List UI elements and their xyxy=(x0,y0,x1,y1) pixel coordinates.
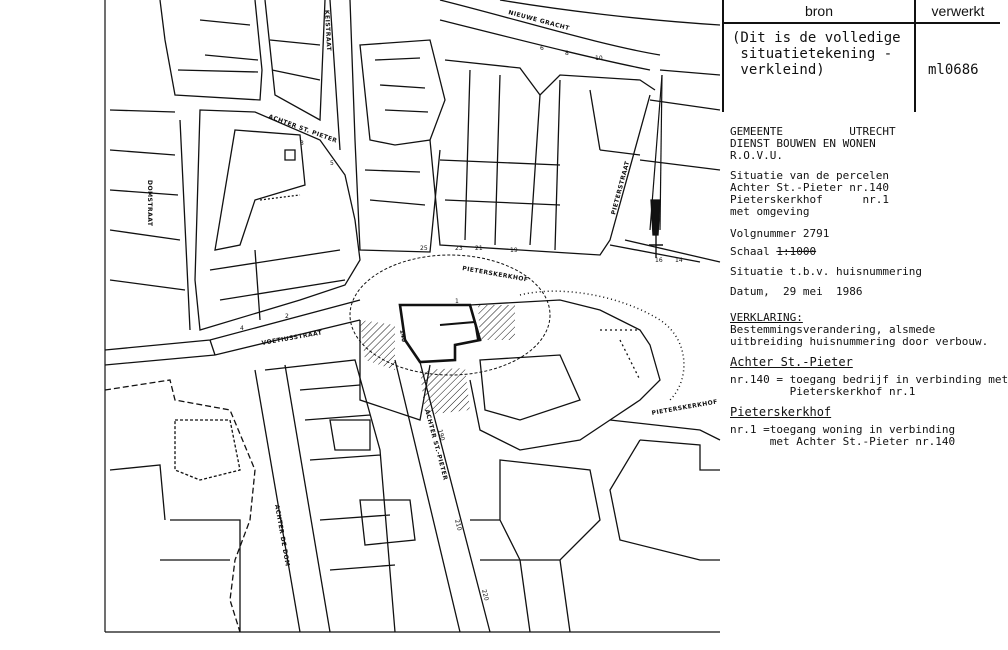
verklaring-line-1: Bestemmingsverandering, alsmede xyxy=(730,323,936,336)
house-number-19: 19 xyxy=(510,247,518,254)
section-achter-st-pieter-line-2: Pieterskerkhof nr.1 xyxy=(730,385,916,398)
org-line-2: DIENST BOUWEN EN WONEN xyxy=(730,137,876,150)
org-line-3: R.O.V.U. xyxy=(730,149,783,162)
house-number-25: 25 xyxy=(420,245,428,252)
house-number-14: 14 xyxy=(675,257,683,264)
house-number-5: 5 xyxy=(330,160,334,167)
street-label-domstraat: DOMSTRAAT xyxy=(146,180,153,227)
section-pieterskerkhof-line-1: nr.1 =toegang woning in verbinding xyxy=(730,423,956,436)
section-pieterskerkhof-line-2: met Achter St.-Pieter nr.140 xyxy=(730,435,956,448)
date: Datum, 29 mei 1986 xyxy=(730,285,863,298)
situatie-line-3: Pieterskerkhof nr.1 xyxy=(730,193,889,206)
house-number-23: 23 xyxy=(455,245,463,252)
verklaring-title: VERKLARING: xyxy=(730,311,803,324)
source-table: bron verwerkt (Dit is de volledige situa… xyxy=(722,0,1000,112)
street-label-pieterskerkhof-top: PIETERSKERKHOF xyxy=(462,265,529,284)
source-note: (Dit is de volledige situatietekening - … xyxy=(732,30,901,78)
situatie-line-1: Situatie van de percelen xyxy=(730,169,889,182)
house-number-6: 6 xyxy=(540,45,544,52)
column-header-bron: bron xyxy=(804,3,834,19)
source-column xyxy=(722,0,916,112)
house-number-8: 8 xyxy=(565,50,569,57)
section-achter-st-pieter-title: Achter St.-Pieter xyxy=(730,355,853,369)
house-number-1: 1 xyxy=(455,298,459,305)
org-line-1: GEMEENTE UTRECHT xyxy=(730,125,896,138)
house-number-220: 220 xyxy=(480,589,490,602)
house-number-210: 210 xyxy=(453,519,463,532)
street-label-pieterstraat: PIETERSTRAAT xyxy=(610,160,631,216)
section-pieterskerkhof-title: Pieterskerkhof xyxy=(730,405,832,419)
house-number-140: 140 xyxy=(398,329,407,343)
scale-value: 1:1000 xyxy=(776,245,817,258)
street-label-achter-st-pieter-bottom: ACHTER ST.-PIETER xyxy=(423,409,449,482)
situatie-line-2: Achter St.-Pieter nr.140 xyxy=(730,181,889,194)
street-label-voetiusstraat: VOETIUSSTRAAT xyxy=(261,329,323,347)
street-label-achter-de-dom: ACHTER DE DOM xyxy=(273,504,291,567)
volgnummer: Volgnummer 2791 xyxy=(730,227,830,240)
house-number-3: 3 xyxy=(300,140,304,147)
column-header-verwerkt: verwerkt xyxy=(931,3,985,19)
house-number-16: 16 xyxy=(655,257,663,264)
situatie-line-4: met omgeving xyxy=(730,205,810,218)
house-number-21: 21 xyxy=(475,245,483,252)
table-divider xyxy=(722,22,1000,24)
house-number-4: 4 xyxy=(240,325,244,332)
house-number-2: 2 xyxy=(285,313,289,320)
verklaring-line-2: uitbreiding huisnummering door verbouw. xyxy=(730,335,989,348)
street-label-keistraat: KEISTRAAT xyxy=(323,10,332,52)
purpose: Situatie t.b.v. huisnummering xyxy=(730,265,923,278)
house-number-10: 10 xyxy=(595,55,603,62)
scale-label: Schaal xyxy=(730,245,770,258)
street-label-pieterskerkhof-right: PIETERSKERKHOF xyxy=(651,398,718,417)
section-achter-st-pieter-line-1: nr.140 = toegang bedrijf in verbinding m… xyxy=(730,373,1008,386)
house-number-190: 190 xyxy=(436,429,446,442)
scale: Schaal 1:1000 xyxy=(730,246,816,258)
processed-code: ml0686 xyxy=(928,62,979,78)
